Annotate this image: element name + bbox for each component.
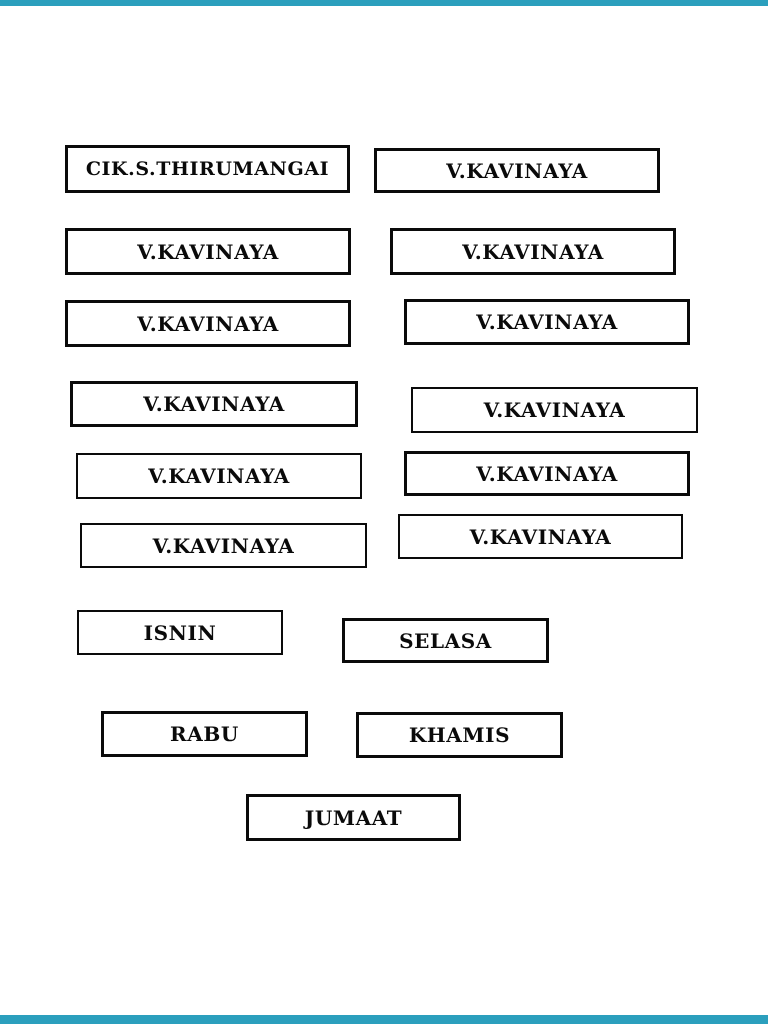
name-v-kavinaya-10-box: V.KAVINAYA bbox=[80, 523, 367, 568]
name-v-kavinaya-11-label: V.KAVINAYA bbox=[469, 524, 612, 549]
day-khamis-box: KHAMIS bbox=[356, 712, 563, 758]
name-v-kavinaya-5-box: V.KAVINAYA bbox=[404, 299, 690, 345]
name-v-kavinaya-3-label: V.KAVINAYA bbox=[462, 239, 604, 264]
day-jumaat-box: JUMAAT bbox=[246, 794, 461, 841]
teacher-cik-s-thirumangai-box: CIK.S.THIRUMANGAI bbox=[65, 145, 350, 193]
teacher-cik-s-thirumangai-label: CIK.S.THIRUMANGAI bbox=[85, 157, 330, 180]
name-v-kavinaya-9-box: V.KAVINAYA bbox=[404, 451, 690, 496]
day-selasa-label: SELASA bbox=[399, 628, 492, 653]
name-v-kavinaya-4-box: V.KAVINAYA bbox=[65, 300, 351, 347]
name-v-kavinaya-8-box: V.KAVINAYA bbox=[76, 453, 362, 499]
viewer-background-edge-top bbox=[0, 0, 768, 6]
name-v-kavinaya-11-box: V.KAVINAYA bbox=[398, 514, 683, 559]
name-v-kavinaya-2-box: V.KAVINAYA bbox=[65, 228, 351, 275]
day-jumaat-label: JUMAAT bbox=[304, 805, 403, 830]
name-v-kavinaya-7-label: V.KAVINAYA bbox=[483, 398, 626, 422]
name-v-kavinaya-2-label: V.KAVINAYA bbox=[137, 239, 279, 264]
name-v-kavinaya-5-label: V.KAVINAYA bbox=[476, 310, 618, 334]
name-v-kavinaya-10-label: V.KAVINAYA bbox=[152, 533, 295, 558]
name-v-kavinaya-1-label: V.KAVINAYA bbox=[446, 158, 588, 183]
day-khamis-label: KHAMIS bbox=[408, 723, 511, 747]
name-v-kavinaya-7-box: V.KAVINAYA bbox=[411, 387, 698, 433]
day-isnin-label: ISNIN bbox=[143, 620, 217, 645]
name-v-kavinaya-6-box: V.KAVINAYA bbox=[70, 381, 358, 427]
name-v-kavinaya-1-box: V.KAVINAYA bbox=[374, 148, 660, 193]
name-v-kavinaya-4-label: V.KAVINAYA bbox=[137, 311, 279, 336]
name-v-kavinaya-9-label: V.KAVINAYA bbox=[476, 461, 618, 486]
day-isnin-box: ISNIN bbox=[77, 610, 283, 655]
day-rabu-label: RABU bbox=[170, 722, 239, 746]
day-selasa-box: SELASA bbox=[342, 618, 549, 663]
name-v-kavinaya-3-box: V.KAVINAYA bbox=[390, 228, 676, 275]
day-rabu-box: RABU bbox=[101, 711, 308, 757]
viewer-background-edge-bottom bbox=[0, 1015, 768, 1024]
name-v-kavinaya-6-label: V.KAVINAYA bbox=[143, 392, 285, 416]
name-v-kavinaya-8-label: V.KAVINAYA bbox=[148, 464, 290, 488]
